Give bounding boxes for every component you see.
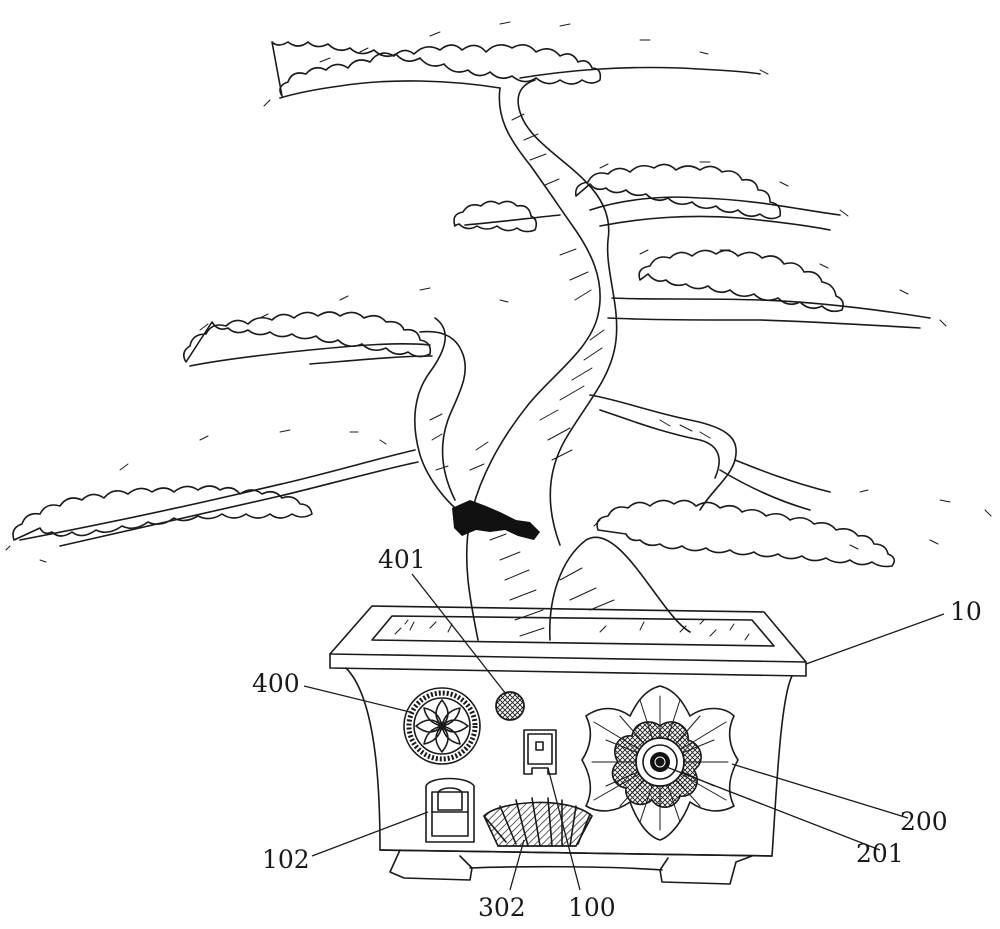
leader-201: [663, 765, 881, 851]
leader-302: [509, 839, 525, 891]
leader-200: [731, 763, 909, 819]
label-10: 10: [950, 597, 982, 626]
fan-ornament: [483, 797, 593, 847]
bark-texture: [429, 113, 711, 637]
main-trunk: [465, 79, 691, 641]
foliage-left-mid: [182, 311, 432, 363]
upper-right-branch: [589, 196, 841, 231]
leader-100: [547, 767, 581, 891]
reference-labels: 10 400 401 100 102 302 200 201: [252, 545, 982, 922]
top-branch: [279, 66, 761, 99]
leader-lines: [303, 573, 945, 891]
label-400: 400: [252, 669, 300, 698]
flower-center[interactable]: [650, 752, 670, 772]
round-button[interactable]: [495, 691, 525, 721]
pot-base-band: [379, 849, 773, 857]
foliage-top: [271, 41, 602, 97]
right-branch: [589, 394, 831, 511]
left-trunk: [414, 317, 471, 521]
foliage-right-low: [596, 499, 896, 568]
left-low-branch: [19, 449, 419, 547]
pot-feet-connector: [469, 865, 663, 871]
label-102: 102: [262, 845, 310, 874]
flower-pot: [329, 605, 807, 885]
foliage: [12, 41, 896, 568]
soil-texture: [394, 619, 750, 641]
label-200: 200: [900, 807, 948, 836]
label-201: 201: [856, 839, 904, 868]
mid-left-small-branch: [464, 214, 561, 226]
label-401: 401: [378, 545, 426, 574]
left-plate: [425, 777, 475, 843]
label-302: 302: [478, 893, 526, 922]
bonsai-tree: [5, 21, 992, 641]
small-switch[interactable]: [523, 729, 557, 775]
pot-rim-top: [329, 605, 807, 663]
leader-400: [303, 685, 411, 713]
pot-foot-right: [659, 855, 753, 885]
foliage-left-low: [12, 485, 313, 541]
left-mid-branch: [189, 343, 433, 367]
outer-petals: [581, 685, 739, 841]
pot-rim-front: [329, 653, 807, 677]
foliage-dashes: [5, 21, 992, 563]
leader-401: [411, 573, 507, 695]
foliage-mid-small: [453, 200, 538, 233]
foliage-upper-right: [574, 163, 782, 220]
label-100: 100: [568, 893, 616, 922]
leader-10: [805, 613, 945, 665]
mid-right-branch: [607, 297, 931, 329]
leader-102: [311, 811, 429, 857]
foliage-mid-right: [638, 249, 844, 313]
pot-rim-inner: [371, 615, 775, 647]
left-ornament: [403, 687, 481, 765]
pot-foot-left: [389, 849, 473, 881]
trunk-knot: [452, 500, 540, 540]
